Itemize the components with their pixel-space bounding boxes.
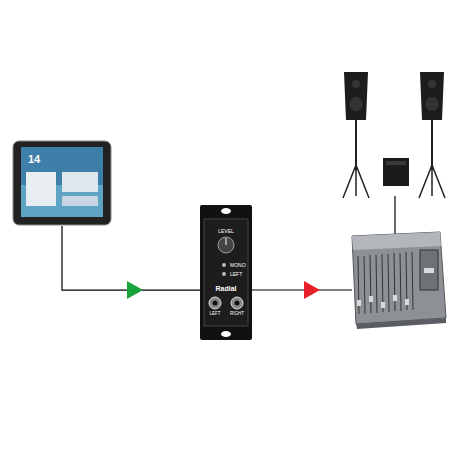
arrowhead: [127, 281, 143, 299]
signal-connector: [62, 226, 200, 290]
connector-group: [62, 226, 200, 299]
tablet-outline: [12, 140, 112, 226]
wall-plate-di-box: LEVELMONOLEFTRadialLEFTRIGHT: [200, 205, 252, 340]
brand-logo: Radial: [215, 285, 236, 292]
subwoofer-illustration: [383, 158, 409, 186]
mixer-illustration: [352, 232, 446, 329]
speaker-illustration: [419, 72, 445, 198]
panel-label: MONO: [230, 263, 246, 268]
signal-line: [394, 196, 395, 240]
panel-label: LEFT: [209, 312, 220, 317]
red-arrowhead: [304, 281, 320, 299]
plate-outline: [200, 205, 252, 340]
speaker-illustration: [343, 72, 369, 198]
signal-line: [251, 289, 352, 290]
panel-label: LEVEL: [218, 229, 234, 234]
tablet-device: 14: [12, 140, 112, 226]
panel-label: LEFT: [230, 272, 242, 277]
screen-clock: 14: [28, 154, 40, 165]
panel-label: RIGHT: [230, 312, 244, 317]
